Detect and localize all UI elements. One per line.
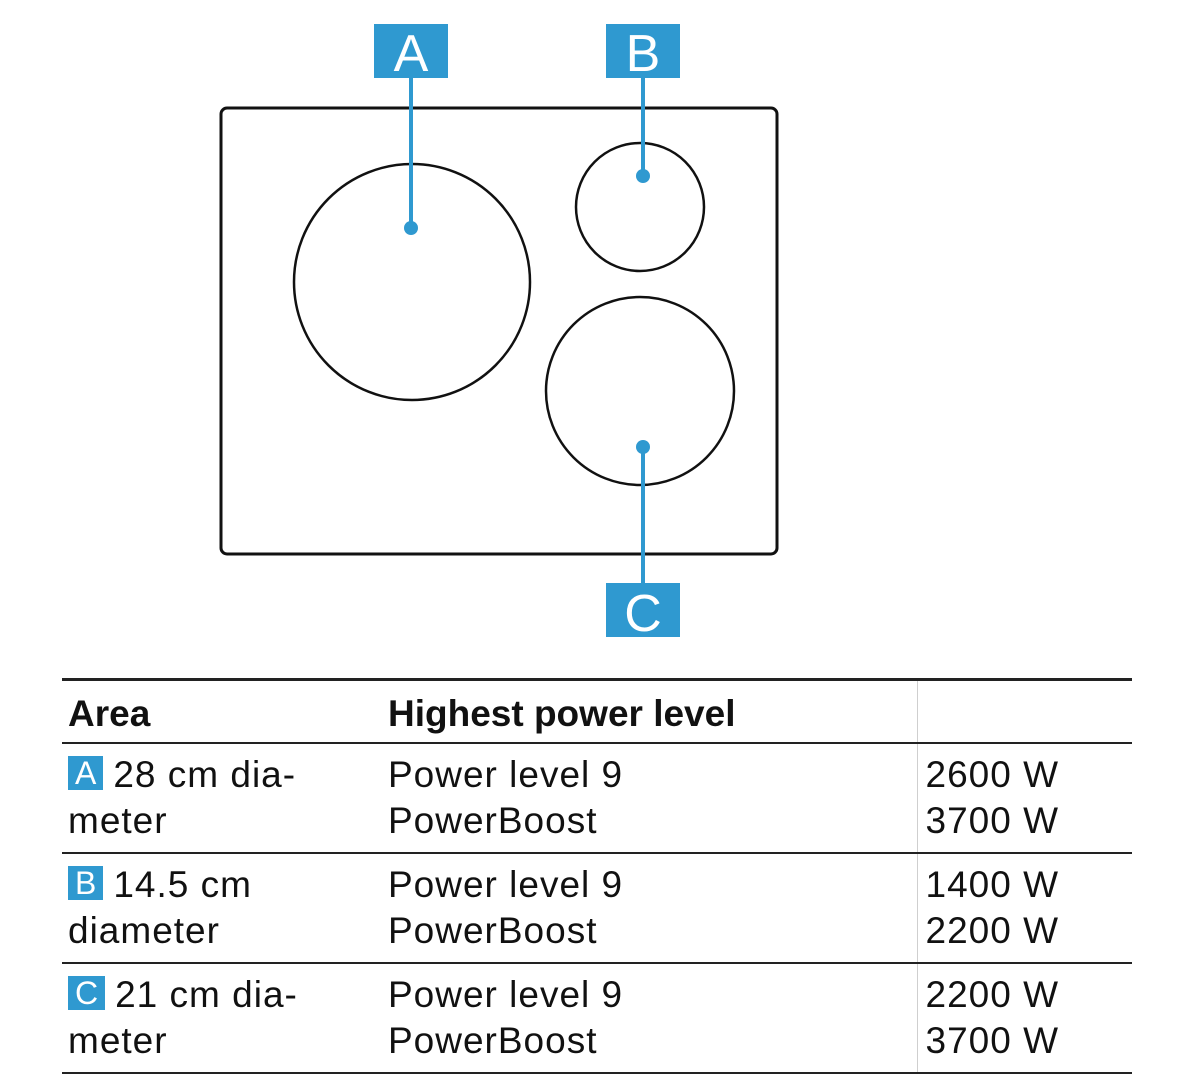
power-level-standard: Power level 9 <box>388 974 624 1015</box>
power-level-standard: Power level 9 <box>388 754 624 795</box>
table-header-row: Area Highest power level <box>62 678 1132 744</box>
area-text-line1: 28 cm dia- <box>113 754 297 795</box>
wattage-boost: 3700 W <box>925 1020 1060 1061</box>
wattage-standard: 2600 W <box>925 754 1060 795</box>
power-level-boost: PowerBoost <box>388 1020 598 1061</box>
callout-a-label: A <box>394 25 429 83</box>
callout-a: A <box>374 24 448 235</box>
power-level-boost: PowerBoost <box>388 800 598 841</box>
area-text-line2: meter <box>68 1020 168 1061</box>
power-level-boost: PowerBoost <box>388 910 598 951</box>
wattage-standard: 2200 W <box>925 974 1060 1015</box>
callout-c-box <box>606 583 680 637</box>
area-cell: B 14.5 cm diameter <box>62 853 382 964</box>
area-cell: A 28 cm dia- meter <box>62 743 382 854</box>
hob-diagram: A B C <box>219 24 779 643</box>
table-row: A 28 cm dia- meter Power level 9 PowerBoo… <box>62 743 1132 854</box>
callout-b-box <box>606 24 680 78</box>
wattage-cell: 2200 W 3700 W <box>916 963 1132 1074</box>
wattage-boost: 2200 W <box>925 910 1060 951</box>
header-watts <box>916 678 1132 744</box>
power-level-cell: Power level 9 PowerBoost <box>382 963 917 1074</box>
header-area: Area <box>62 678 382 744</box>
area-cell: C 21 cm dia- meter <box>62 963 382 1074</box>
wattage-cell: 2600 W 3700 W <box>916 743 1132 854</box>
power-level-cell: Power level 9 PowerBoost <box>382 853 917 964</box>
area-text-line1: 14.5 cm <box>113 864 252 905</box>
wattage-boost: 3700 W <box>925 800 1060 841</box>
callout-a-box <box>374 24 448 78</box>
callout-b: B <box>606 24 680 183</box>
hob-outline <box>219 106 779 556</box>
zone-badge: C <box>68 976 106 1010</box>
area-text-line1: 21 cm dia- <box>115 974 298 1015</box>
header-power-level: Highest power level <box>382 678 917 744</box>
power-level-table: Area Highest power level A 28 cm dia- met… <box>62 678 1132 1074</box>
callout-c: C <box>606 440 680 643</box>
callout-c-label: C <box>624 585 662 643</box>
cooking-zone-b <box>574 141 706 273</box>
wattage-standard: 1400 W <box>925 864 1060 905</box>
wattage-cell: 1400 W 2200 W <box>916 853 1132 964</box>
callout-b-label: B <box>626 25 661 83</box>
zone-badge: A <box>68 756 104 790</box>
area-text-line2: meter <box>68 800 168 841</box>
table-row: B 14.5 cm diameter Power level 9 PowerBoo… <box>62 853 1132 964</box>
cooking-zone-c <box>544 295 736 487</box>
table-row: C 21 cm dia- meter Power level 9 PowerBoo… <box>62 963 1132 1074</box>
power-level-cell: Power level 9 PowerBoost <box>382 743 917 854</box>
zone-badge: B <box>68 866 104 900</box>
power-level-standard: Power level 9 <box>388 864 624 905</box>
area-text-line2: diameter <box>68 910 220 951</box>
